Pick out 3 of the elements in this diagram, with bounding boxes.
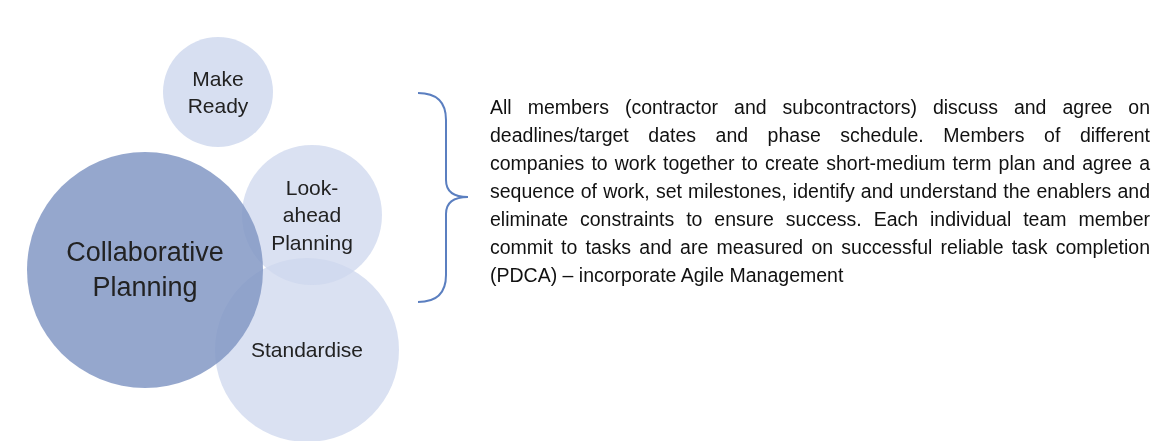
- circle-node: Look-ahead Planning: [242, 145, 382, 285]
- description-paragraph: All members (contractor and subcontractors) discuss and agree on deadlines/target dates and phase schedule. Members of different companies to work together to create short-medium term plan and agree a sequence of work, set milestones, identify and understand the enablers and eliminate constraints to ensure success. Each individual team member commit to tasks and are measured on successful reliable task completion (PDCA) – incorporate Agile Management: [490, 95, 1150, 288]
- circle-node: Make Ready: [163, 37, 273, 147]
